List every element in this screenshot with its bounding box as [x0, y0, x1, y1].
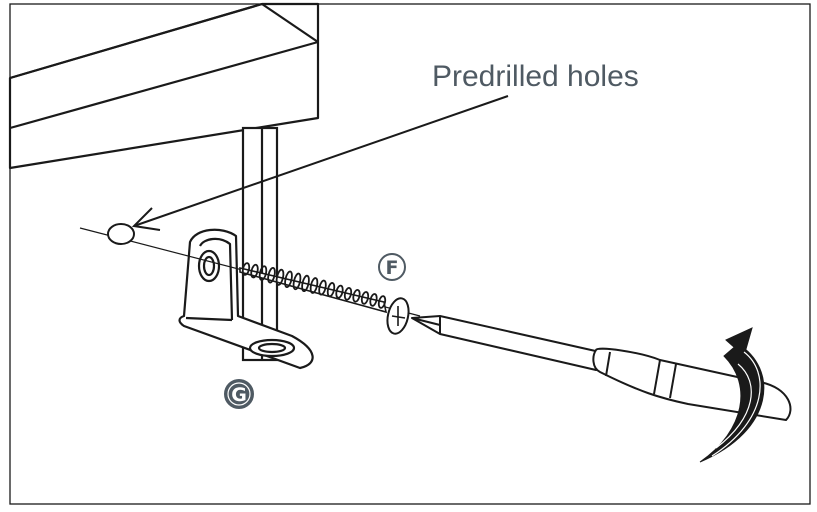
screw-thread — [318, 279, 327, 296]
screw-thread — [343, 287, 353, 301]
marker-f-badge: F — [378, 253, 406, 281]
wood-screw-icon — [239, 262, 410, 335]
screw-thread — [292, 272, 302, 291]
clockwise-rotation-arrow-icon — [699, 327, 765, 463]
screw-thread — [377, 295, 387, 309]
table-top-edge — [9, 40, 319, 130]
marker-g-badge: G — [224, 379, 254, 409]
screw-thread — [369, 293, 378, 307]
screw-thread — [284, 270, 293, 289]
screw-thread — [335, 284, 344, 299]
screw-thread — [275, 268, 285, 286]
screw-thread — [326, 282, 336, 298]
screw-thread — [267, 266, 276, 284]
l-bracket-icon — [178, 228, 314, 370]
screw-thread — [309, 277, 319, 294]
screw-thread — [258, 265, 268, 281]
screw-thread — [360, 291, 370, 305]
marker-g-label: G — [231, 384, 247, 406]
screw-thread — [241, 262, 251, 276]
screw-thread — [250, 263, 259, 279]
diagram-frame — [9, 3, 811, 505]
callout-arrow-icon — [131, 95, 509, 231]
callout-label: Predrilled holes — [432, 60, 639, 93]
marker-f-label: F — [386, 257, 399, 279]
screw-thread — [301, 274, 310, 293]
screw-thread — [352, 289, 361, 303]
predrilled-hole-icon — [107, 223, 135, 245]
table-leg — [241, 126, 279, 362]
